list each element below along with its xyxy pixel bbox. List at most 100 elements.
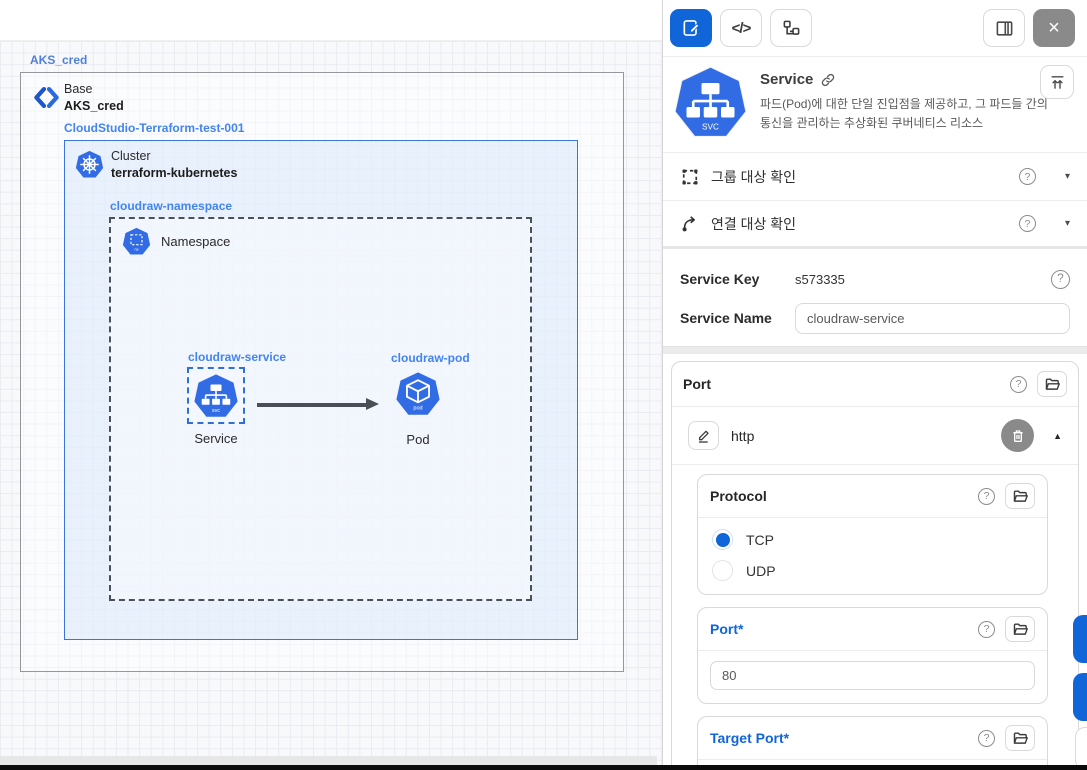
help-glyph: ? — [1057, 273, 1064, 285]
kubernetes-namespace-icon: ns — [122, 227, 151, 255]
cloudstudio-base-icon — [34, 86, 59, 109]
divider — [698, 650, 1047, 651]
kubernetes-pod-icon[interactable]: pod — [395, 371, 441, 417]
protocol-options: TCP UDP — [698, 518, 1047, 594]
edit-mode-button[interactable] — [670, 9, 712, 47]
code-view-button[interactable]: </> — [720, 9, 762, 47]
folder-icon — [1013, 731, 1028, 744]
service-header-icon: SVC — [674, 66, 747, 137]
panel-toolbar: </> — [663, 0, 1087, 57]
kubernetes-cluster-icon — [75, 150, 104, 178]
service-key-value: s573335 — [795, 271, 845, 287]
open-folder-button[interactable] — [1005, 483, 1035, 509]
resource-description: 파드(Pod)에 대한 단일 진입점을 제공하고, 그 파드들 간의 통신을 관… — [760, 97, 1048, 130]
resource-title: Service — [760, 71, 814, 88]
tree-view-button[interactable] — [770, 9, 812, 47]
rename-entry-button[interactable] — [688, 421, 719, 450]
edge-floating-button-1[interactable] — [1073, 615, 1087, 663]
section-label: 그룹 대상 확인 — [711, 168, 797, 185]
namespace-type-label: Namespace — [161, 234, 231, 249]
help-icon[interactable]: ? — [978, 487, 995, 505]
service-key-label: Service Key — [680, 271, 760, 287]
edge-floating-button-3[interactable] — [1075, 727, 1087, 770]
section-group-target[interactable]: 그룹 대상 확인 ? ▾ — [663, 153, 1087, 201]
service-node[interactable]: svc — [187, 367, 245, 424]
close-panel-button[interactable]: × — [1033, 9, 1075, 47]
radio-unselected-icon[interactable] — [712, 560, 733, 581]
open-folder-button[interactable] — [1037, 371, 1067, 397]
help-icon[interactable]: ? — [1018, 168, 1036, 185]
radio-option-tcp[interactable]: TCP — [712, 529, 1033, 550]
base-type-label: Base — [64, 82, 93, 96]
target-port-title: Target Port* — [710, 730, 790, 746]
collapse-all-button[interactable] — [1040, 65, 1074, 99]
service-key-row: Service Key s573335 ? — [663, 265, 1087, 293]
divider — [698, 759, 1047, 760]
edge-arrowhead — [366, 398, 379, 410]
service-type-caption: Service — [194, 431, 238, 446]
help-icon[interactable]: ? — [1010, 375, 1027, 393]
port-field-wrap — [698, 651, 1047, 703]
link-icon[interactable] — [820, 72, 836, 88]
divider — [672, 464, 1078, 465]
radio-option-udp[interactable]: UDP — [712, 560, 1033, 581]
help-glyph: ? — [1024, 217, 1031, 230]
diagram-canvas[interactable]: AKS_cred Base AKS_cred CloudStudio-Terra… — [0, 0, 662, 770]
divider — [698, 517, 1047, 518]
port-field-card: Port* ? — [697, 607, 1048, 704]
help-glyph: ? — [983, 732, 990, 744]
edit-document-icon — [683, 20, 700, 36]
port-card-header: Port ? — [672, 362, 1078, 406]
split-panel-icon — [996, 20, 1012, 36]
help-icon[interactable]: ? — [1051, 269, 1070, 289]
namespace-group-label[interactable]: cloudraw-namespace — [110, 199, 233, 213]
service-name-label: Service Name — [680, 310, 772, 326]
section-connection-target[interactable]: 연결 대상 확인 ? ▾ — [663, 201, 1087, 249]
namespace-icon-text: ns — [135, 247, 139, 251]
port-input[interactable] — [710, 661, 1035, 690]
split-panel-button[interactable] — [983, 9, 1025, 47]
resource-header: SVC Service 파드(Pod)에 대한 단일 진입점을 제공하고, 그 … — [663, 57, 1087, 153]
pod-node-label[interactable]: cloudraw-pod — [391, 351, 470, 365]
help-glyph: ? — [983, 623, 990, 635]
radio-selected-icon[interactable] — [712, 529, 733, 550]
port-entry-body: Protocol ? — [672, 465, 1078, 770]
collapse-all-icon — [1050, 75, 1064, 89]
connection-arrow-icon — [682, 215, 695, 231]
port-field-header: Port* ? — [698, 608, 1047, 650]
trash-icon — [1012, 429, 1023, 442]
tree-hierarchy-icon — [783, 20, 799, 35]
help-glyph: ? — [983, 490, 990, 502]
namespace-group-box[interactable]: ns Namespace — [109, 217, 532, 601]
port-entry-name: http — [731, 427, 755, 444]
help-glyph: ? — [1015, 378, 1022, 390]
open-folder-button[interactable] — [1005, 616, 1035, 642]
service-to-pod-edge[interactable] — [257, 398, 379, 411]
edge-floating-button-2[interactable] — [1073, 673, 1087, 721]
cluster-name-label: terraform-kubernetes — [111, 166, 238, 180]
cluster-type-label: Cluster — [111, 149, 151, 163]
help-icon[interactable]: ? — [978, 620, 995, 638]
base-group-label[interactable]: AKS_cred — [30, 53, 88, 67]
delete-entry-button[interactable] — [1001, 419, 1035, 452]
target-port-field-card: Target Port* ? — [697, 716, 1048, 770]
service-node-label[interactable]: cloudraw-service — [188, 350, 287, 364]
service-name-input[interactable] — [795, 302, 1070, 334]
divider — [672, 406, 1078, 407]
pod-icon-text: pod — [413, 406, 422, 412]
protocol-header: Protocol ? — [698, 475, 1047, 517]
target-port-header: Target Port* ? — [698, 717, 1047, 759]
canvas-horizontal-scrollbar[interactable] — [0, 756, 657, 765]
base-project-label[interactable]: CloudStudio-Terraform-test-001 — [64, 121, 245, 135]
chevron-down-icon[interactable]: ▾ — [1064, 218, 1070, 229]
folder-icon — [1013, 622, 1028, 635]
kubernetes-service-icon: svc — [194, 373, 238, 417]
port-entry-row: http ▲ — [672, 407, 1078, 464]
help-icon[interactable]: ? — [978, 729, 995, 747]
open-folder-button[interactable] — [1005, 725, 1035, 751]
caret-up-icon[interactable]: ▲ — [1053, 430, 1062, 441]
chevron-down-icon[interactable]: ▾ — [1064, 171, 1070, 182]
folder-icon — [1013, 489, 1028, 502]
help-icon[interactable]: ? — [1018, 215, 1036, 232]
